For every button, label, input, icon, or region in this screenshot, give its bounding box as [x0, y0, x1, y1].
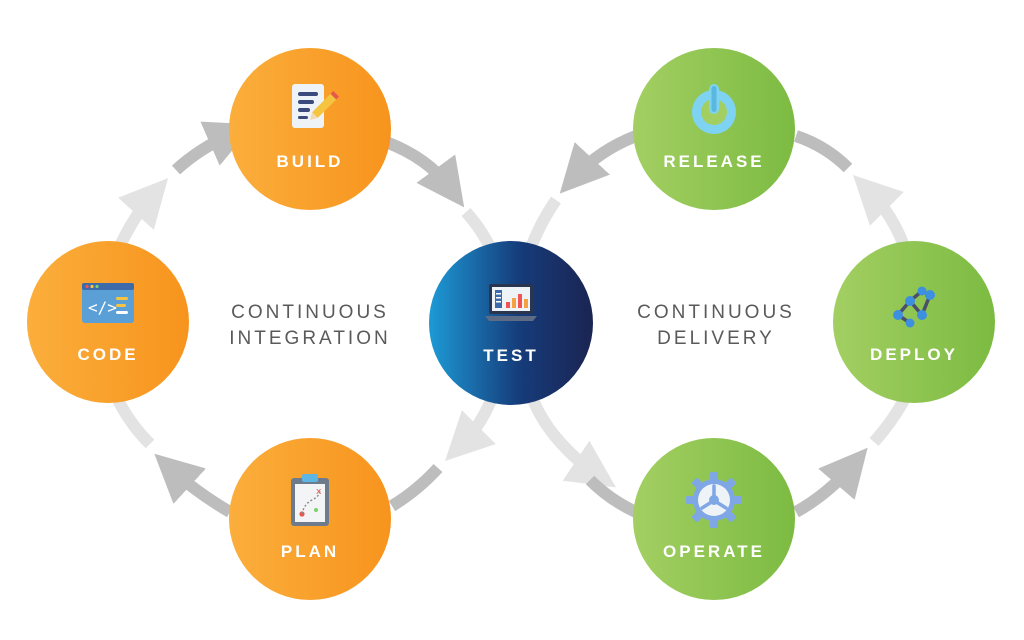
operate-node: OPERATE: [633, 438, 795, 600]
arrow-operate-to-deploy: [793, 447, 868, 518]
operate-label: OPERATE: [663, 542, 765, 561]
arc-code-upper: [114, 178, 169, 249]
caption-line: CONTINUOUS: [637, 302, 795, 323]
code-label: CODE: [77, 345, 139, 364]
release-node: RELEASE: [633, 48, 795, 210]
plan-node: x PLAN: [229, 438, 391, 600]
svg-text:x: x: [316, 487, 322, 497]
test-label: TEST: [483, 346, 539, 365]
continuous-delivery-caption: CONTINUOUS DELIVERY: [618, 300, 814, 352]
code-node: </> CODE: [27, 241, 189, 403]
arrow-deploy-up: [853, 175, 910, 249]
plan-label: PLAN: [280, 542, 340, 561]
arc-code-lower: [112, 397, 155, 449]
build-label: BUILD: [276, 152, 344, 171]
test-node: TEST: [429, 241, 593, 405]
arc-plan-right: [388, 463, 443, 512]
continuous-integration-caption: CONTINUOUS INTEGRATION: [212, 300, 408, 352]
deploy-label: DEPLOY: [870, 345, 958, 364]
arrow-build-to-test: [383, 136, 465, 208]
caption-line: CONTINUOUS: [231, 302, 389, 323]
clipboard-plan-icon: x: [291, 474, 329, 526]
laptop-chart-icon: [485, 284, 537, 321]
arc-deploy-lower: [869, 397, 910, 447]
arrow-release-to-test: [559, 130, 639, 194]
caption-line: DELIVERY: [657, 328, 775, 349]
document-pencil-icon: [292, 84, 339, 128]
arrow-code-to-build: [171, 121, 254, 175]
gear-icon: [686, 472, 742, 528]
arrow-plan-to-code: [154, 453, 234, 518]
svg-text:</>: </>: [88, 298, 117, 317]
arc-operate-left: [585, 475, 639, 518]
caption-line: INTEGRATION: [229, 328, 391, 349]
arc-release-right: [794, 130, 853, 173]
release-label: RELEASE: [663, 152, 765, 171]
network-nodes-icon: [893, 286, 935, 328]
code-window-icon: </>: [82, 283, 134, 323]
build-node: BUILD: [229, 48, 391, 210]
arrow-test-to-operate: [555, 437, 616, 488]
deploy-node: DEPLOY: [833, 241, 995, 403]
power-icon: [692, 84, 736, 134]
